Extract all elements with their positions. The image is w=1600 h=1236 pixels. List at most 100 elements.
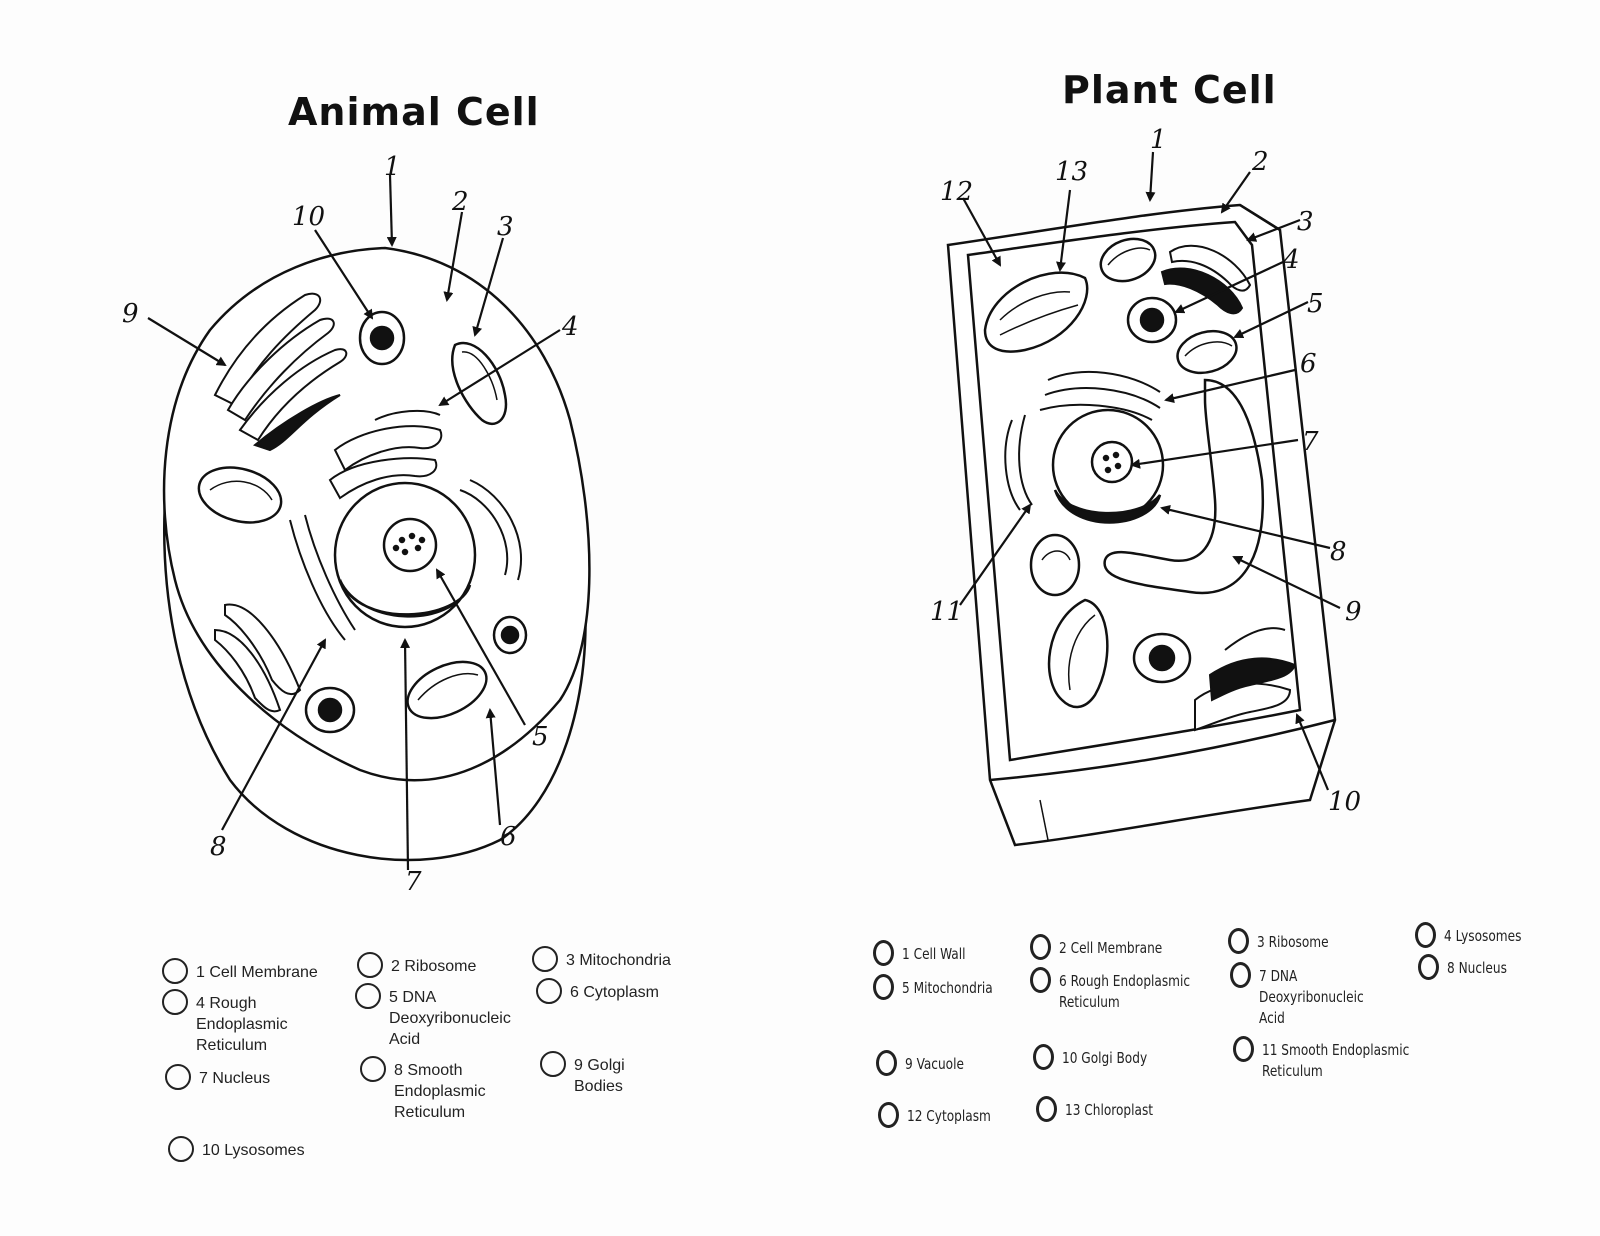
animal-key-item[interactable]: 8 Smooth Endoplasmic Reticulum bbox=[360, 1056, 486, 1123]
animal-number-labels: 1 2 3 4 5 6 7 8 9 10 bbox=[122, 152, 579, 897]
plant-leader-lines bbox=[959, 151, 1341, 791]
animal-cell-drawing bbox=[162, 246, 591, 862]
animal-label-4: 4 bbox=[561, 312, 579, 342]
plant-number-labels: 1 2 3 4 5 6 7 8 9 10 11 12 13 bbox=[930, 125, 1362, 817]
animal-key-item[interactable]: 1 Cell Membrane bbox=[162, 958, 318, 984]
checkbox-circle-icon[interactable] bbox=[1415, 922, 1436, 948]
plant-label-11: 11 bbox=[930, 597, 963, 627]
animal-label-1: 1 bbox=[384, 152, 401, 182]
plant-key-label: 4 Lysosomes bbox=[1444, 927, 1522, 945]
plant-chloroplast bbox=[1047, 598, 1109, 709]
plant-key-item[interactable]: 4 Lysosomes bbox=[1415, 922, 1530, 948]
animal-key-label: 3 Mitochondria bbox=[566, 952, 671, 969]
plant-key-item[interactable]: 3 Ribosome bbox=[1228, 928, 1337, 954]
plant-key-item[interactable]: 11 Smooth Endoplasmic Reticulum bbox=[1233, 1036, 1426, 1082]
checkbox-circle-icon[interactable] bbox=[532, 946, 558, 972]
plant-key-label: 10 Golgi Body bbox=[1062, 1049, 1148, 1067]
plant-label-7: 7 bbox=[1302, 427, 1319, 457]
checkbox-circle-icon[interactable] bbox=[873, 974, 894, 1000]
animal-key-label: 6 Cytoplasm bbox=[570, 984, 659, 1001]
animal-lysosome bbox=[304, 686, 356, 734]
plant-rough-er bbox=[1039, 371, 1161, 421]
checkbox-circle-icon[interactable] bbox=[162, 989, 188, 1015]
checkbox-circle-icon[interactable] bbox=[1036, 1096, 1057, 1122]
plant-key-item[interactable]: 2 Cell Membrane bbox=[1030, 934, 1174, 960]
checkbox-circle-icon[interactable] bbox=[360, 1056, 386, 1082]
plant-golgi-body-top bbox=[1160, 244, 1252, 315]
checkbox-circle-icon[interactable] bbox=[873, 940, 894, 966]
plant-key-label: 9 Vacuole bbox=[905, 1055, 964, 1073]
checkbox-circle-icon[interactable] bbox=[168, 1136, 194, 1162]
plant-key-item[interactable]: 9 Vacuole bbox=[876, 1050, 971, 1076]
checkbox-circle-icon[interactable] bbox=[357, 952, 383, 978]
checkbox-circle-icon[interactable] bbox=[1030, 967, 1051, 993]
plant-key-item[interactable]: 5 Mitochondria bbox=[873, 974, 1003, 1000]
plant-label-8: 8 bbox=[1330, 537, 1347, 567]
animal-key-item[interactable]: 10 Lysosomes bbox=[168, 1136, 305, 1162]
checkbox-circle-icon[interactable] bbox=[162, 958, 188, 984]
checkbox-circle-icon[interactable] bbox=[876, 1050, 897, 1076]
animal-nucleus bbox=[333, 481, 477, 629]
animal-key-item[interactable]: 2 Ribosome bbox=[357, 952, 477, 978]
animal-key-item[interactable]: 7 Nucleus bbox=[165, 1064, 271, 1090]
plant-key-item[interactable]: 6 Rough Endoplasmic Reticulum bbox=[1030, 967, 1205, 1013]
animal-golgi-body bbox=[213, 292, 348, 452]
animal-key-label: 10 Lysosomes bbox=[202, 1142, 305, 1159]
plant-mitochondrion bbox=[1176, 329, 1238, 375]
plant-mitochondrion bbox=[1029, 533, 1081, 597]
plant-lysosome bbox=[1132, 632, 1192, 684]
plant-key-item[interactable]: 12 Cytoplasm bbox=[878, 1102, 1000, 1128]
plant-label-5: 5 bbox=[1307, 289, 1324, 319]
checkbox-circle-icon[interactable] bbox=[1233, 1036, 1254, 1062]
animal-key-label: 7 Nucleus bbox=[199, 1070, 271, 1087]
plant-key-item[interactable]: 10 Golgi Body bbox=[1033, 1044, 1157, 1070]
checkbox-circle-icon[interactable] bbox=[1228, 928, 1249, 954]
plant-key-item[interactable]: 7 DNA Deoxyribonucleic Acid bbox=[1230, 962, 1375, 1029]
animal-key-item[interactable]: 9 Golgi Bodies bbox=[540, 1051, 625, 1097]
animal-mitochondrion bbox=[451, 341, 508, 426]
animal-rough-er bbox=[328, 409, 443, 500]
plant-label-10: 10 bbox=[1328, 787, 1361, 817]
animal-key-item[interactable]: 5 DNA Deoxyribonucleic Acid bbox=[355, 983, 511, 1050]
animal-label-3: 3 bbox=[497, 212, 514, 242]
plant-label-1: 1 bbox=[1150, 125, 1167, 155]
plant-nucleus bbox=[1051, 408, 1165, 524]
plant-label-13: 13 bbox=[1055, 157, 1088, 187]
checkbox-circle-icon[interactable] bbox=[540, 1051, 566, 1077]
plant-lysosome bbox=[1126, 296, 1178, 344]
plant-key-item[interactable]: 13 Chloroplast bbox=[1036, 1096, 1163, 1122]
checkbox-circle-icon[interactable] bbox=[878, 1102, 899, 1128]
plant-key-label: 13 Chloroplast bbox=[1065, 1101, 1154, 1119]
plant-chloroplast bbox=[983, 271, 1089, 353]
animal-key-label: 9 Golgi Bodies bbox=[574, 1057, 625, 1095]
checkbox-circle-icon[interactable] bbox=[1033, 1044, 1054, 1070]
plant-key-item[interactable]: 1 Cell Wall bbox=[873, 940, 973, 966]
checkbox-circle-icon[interactable] bbox=[1418, 954, 1439, 980]
checkbox-circle-icon[interactable] bbox=[1230, 962, 1251, 988]
animal-key-label: 4 Rough Endoplasmic Reticulum bbox=[196, 995, 288, 1054]
animal-key-label: 1 Cell Membrane bbox=[196, 964, 318, 981]
animal-lysosome bbox=[358, 310, 406, 366]
animal-key-item[interactable]: 6 Cytoplasm bbox=[536, 978, 659, 1004]
animal-label-5: 5 bbox=[532, 722, 549, 752]
plant-key-label: 7 DNA Deoxyribonucleic Acid bbox=[1259, 967, 1364, 1027]
plant-label-2: 2 bbox=[1251, 147, 1269, 177]
animal-key-item[interactable]: 3 Mitochondria bbox=[532, 946, 671, 972]
animal-smooth-er bbox=[289, 479, 523, 641]
checkbox-circle-icon[interactable] bbox=[165, 1064, 191, 1090]
plant-key-label: 11 Smooth Endoplasmic Reticulum bbox=[1262, 1041, 1410, 1080]
checkbox-circle-icon[interactable] bbox=[536, 978, 562, 1004]
animal-leader-lines bbox=[147, 174, 561, 871]
plant-label-3: 3 bbox=[1297, 207, 1314, 237]
animal-key-label: 5 DNA Deoxyribonucleic Acid bbox=[389, 989, 511, 1048]
checkbox-circle-icon[interactable] bbox=[1030, 934, 1051, 960]
animal-key-item[interactable]: 4 Rough Endoplasmic Reticulum bbox=[162, 989, 288, 1056]
animal-key-label: 2 Ribosome bbox=[391, 958, 477, 975]
checkbox-circle-icon[interactable] bbox=[355, 983, 381, 1009]
plant-key-item[interactable]: 8 Nucleus bbox=[1418, 954, 1514, 980]
plant-key-label: 3 Ribosome bbox=[1257, 933, 1329, 951]
animal-label-8: 8 bbox=[210, 832, 227, 862]
plant-golgi-body bbox=[1194, 627, 1297, 732]
plant-key-label: 8 Nucleus bbox=[1447, 959, 1507, 977]
